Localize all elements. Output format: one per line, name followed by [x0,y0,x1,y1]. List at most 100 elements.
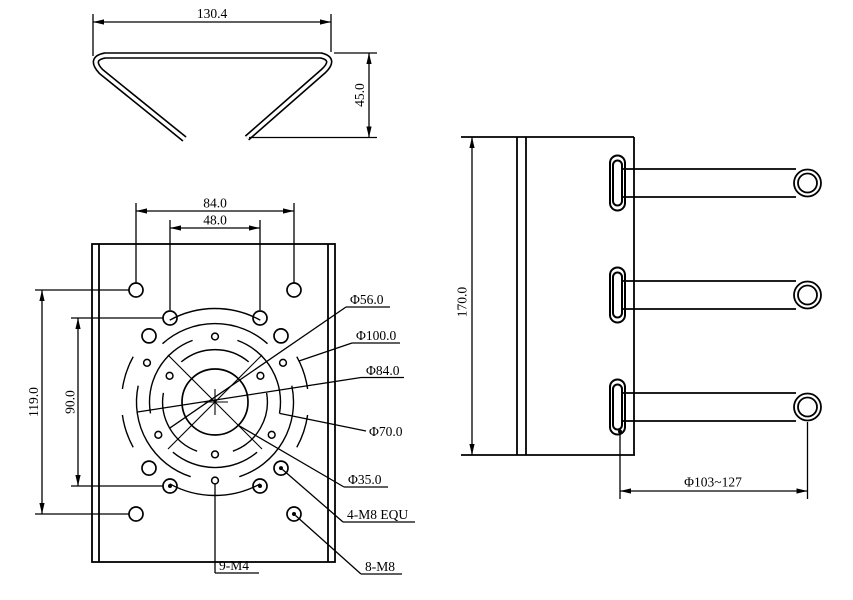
extension-origin-dot [618,429,622,434]
m8-hole [141,460,157,476]
m4-hole [142,358,152,367]
bolt-circle-arc [169,307,261,321]
side-view: 170.0 [455,136,822,499]
m8-hole [273,328,289,344]
m8-hole [252,478,268,494]
hole-center-dot [168,484,172,488]
dim-label-84-0: 84.0 [203,196,227,211]
bolt-circle-arc [135,385,191,478]
m8-hole [252,310,268,326]
callout-label-4-m8: 4-M8 EQU [347,507,408,522]
dim-label-130-4: 130.4 [197,6,228,21]
slot-outer [609,378,626,436]
clip-sheet-inner [94,53,331,141]
dim-label-90-0: 90.0 [63,390,78,414]
hole-center-dot [279,466,283,471]
dim-90: 90.0 [63,317,163,487]
slot-rod-assembly-bottom [609,378,822,436]
bolt-circle-arc [237,339,282,414]
m8-hole [128,282,144,298]
callout-8-m8: 8-M8 [295,515,402,575]
slot-rod-assembly-top [609,154,822,212]
bolt-circle-arc [121,356,134,390]
m4-hole [154,430,163,439]
eye-ring-outer [793,392,822,422]
callout-label-dia70: Φ70.0 [369,424,403,439]
eye-ring-outer [793,280,822,310]
bolt-circle-arc [121,414,134,448]
dim-width-130: 130.4 [92,6,332,56]
dim-label-48-0: 48.0 [203,213,227,228]
bolt-circle-arc [239,385,295,478]
dim-label-45-0: 45.0 [352,83,367,107]
slot-inner [612,159,623,207]
leader-line [282,469,344,523]
m4-hole [210,332,220,341]
m4-hole [210,450,220,459]
bolt-circle-arc [296,414,309,448]
leader-line [279,412,367,432]
m4-hole [165,371,174,380]
dim-label-119-0: 119.0 [26,387,41,417]
bolt-circle-arc [232,392,269,452]
eye-ring-inner [797,396,818,418]
callout-label-dia35: Φ35.0 [348,472,382,487]
center-bore-dia35 [181,368,249,436]
slot-outer [609,266,626,324]
bolt-circle-arc [162,322,268,345]
m8-hole [286,506,302,522]
callout-label-8-m8: 8-M8 [365,559,395,574]
m4-hole [278,358,288,367]
callout-dia56: Φ56.0 [169,292,390,429]
bolt-circle-arc [172,451,258,469]
m8-hole [141,328,157,344]
leader-line [237,424,345,488]
centerlines [167,354,263,450]
m8-hole [162,310,178,326]
clip-part-outline [92,52,333,142]
plate-outline [91,243,336,563]
front-view: 84.0 48.0 119.0 90.0 [26,196,415,575]
m4-hole [210,476,220,485]
bolt-circle-arc [161,392,198,452]
leader-line [298,342,353,362]
bolt-circle-dia84-arcs [135,322,295,478]
slot-inner [612,271,623,319]
m8-hole [128,506,144,522]
m4-holes [142,332,288,485]
eye-ring-inner [797,284,818,306]
leader-line [137,376,362,413]
bolt-circle-arc [296,356,309,390]
dim-119: 119.0 [26,289,130,515]
callout-4-m8: 4-M8 EQU [282,469,415,523]
leader-line [169,306,347,429]
dim-84: 84.0 [135,196,295,283]
hole-center-dot [292,512,296,516]
leader-line [295,515,362,575]
callout-9-m4: 9-M4 [214,484,259,574]
bolt-circle-arc [180,349,250,363]
callout-dia84: Φ84.0 [137,363,404,413]
slot-outer [609,154,626,212]
dim-48: 48.0 [169,213,261,310]
callout-dia35: Φ35.0 [237,424,388,488]
m8-hole [286,282,302,298]
m4-hole [267,430,276,439]
callout-label-dia100: Φ100.0 [356,328,396,343]
dim-label-170-0: 170.0 [455,287,470,318]
bolt-circle-dia70-arcs [148,339,282,469]
m4-hole [256,371,265,380]
eye-ring-outer [793,168,822,198]
callout-label-dia56: Φ56.0 [350,292,384,307]
slot-rod-assembly-middle [609,266,822,324]
dim-170: 170.0 [455,137,475,455]
callout-label-dia84: Φ84.0 [366,363,400,378]
m8-holes [128,282,302,522]
dim-label-clamp-range: Φ103~127 [684,475,742,490]
m8-hole [273,460,289,476]
bolt-circle-dia100-arcs [121,307,309,497]
dim-clamp-range: Φ103~127 [618,422,809,499]
callout-dia70: Φ70.0 [279,412,403,439]
slot-inner [612,383,623,431]
